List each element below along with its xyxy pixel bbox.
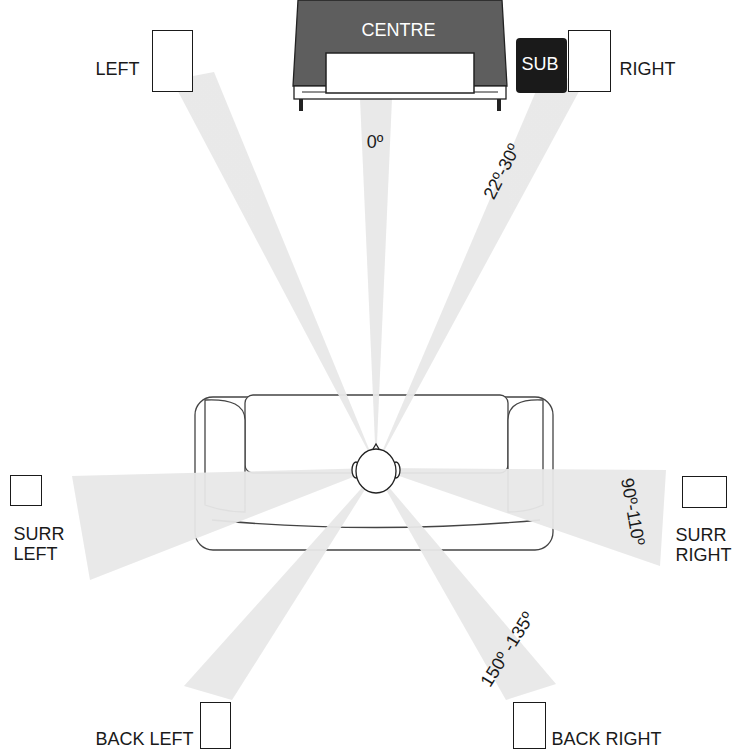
front-right-speaker: RIGHT bbox=[568, 30, 611, 92]
speaker-label: LEFT bbox=[95, 59, 139, 80]
tv-cabinet bbox=[292, 0, 508, 112]
head bbox=[356, 449, 396, 493]
speaker-label: BACK RIGHT bbox=[552, 729, 662, 750]
centre-speaker-tv: CENTRE bbox=[292, 0, 508, 112]
back-right-speaker: BACK RIGHT bbox=[513, 702, 546, 749]
back-left-speaker: BACK LEFT bbox=[200, 702, 231, 749]
nose bbox=[373, 444, 379, 449]
speaker-label: SURR RIGHT bbox=[676, 525, 734, 566]
beam bbox=[360, 98, 392, 466]
surround-left-speaker: SURR LEFT bbox=[10, 475, 42, 506]
speaker-label: RIGHT bbox=[620, 59, 676, 80]
speaker-label: CENTRE bbox=[361, 20, 435, 41]
subwoofer: SUB bbox=[516, 38, 567, 93]
sofa-seat-edge bbox=[212, 520, 540, 528]
speaker-label: SURR LEFT bbox=[14, 524, 72, 565]
front-left-speaker: LEFT bbox=[152, 30, 193, 92]
tv-leg bbox=[299, 99, 303, 111]
listener-head bbox=[352, 444, 400, 493]
beam bbox=[184, 472, 376, 700]
speaker-label: BACK LEFT bbox=[95, 729, 193, 750]
speaker-label: SUB bbox=[521, 54, 558, 75]
beam bbox=[376, 70, 583, 466]
tv-leg bbox=[497, 99, 501, 111]
centre-speaker-box bbox=[326, 53, 474, 93]
surround-right-speaker: SURR RIGHT bbox=[682, 476, 727, 508]
listening-beams bbox=[72, 70, 666, 700]
angle-label: 0º bbox=[367, 133, 384, 153]
beam bbox=[172, 72, 376, 466]
beam bbox=[376, 468, 666, 566]
beam bbox=[376, 472, 556, 700]
